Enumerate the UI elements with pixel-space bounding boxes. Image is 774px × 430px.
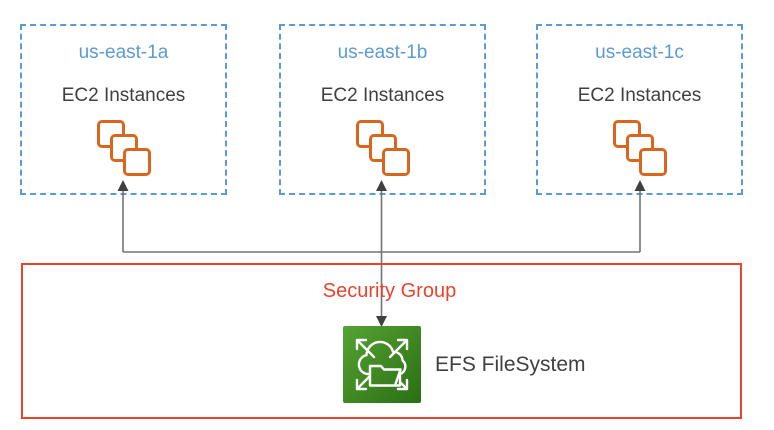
az-name-label: us-east-1c	[595, 42, 684, 63]
ec2-instances-icon	[355, 120, 410, 176]
security-group-boundary: Security Group	[21, 263, 742, 419]
ec2-instances-label: EC2 Instances	[320, 85, 445, 106]
efs-icon	[343, 326, 421, 403]
ec2-instances-icon	[612, 120, 667, 176]
efs-filesystem-label: EFS FileSystem	[435, 352, 586, 376]
ec2-instances-icon	[96, 120, 151, 176]
az-box-us-east-1b: us-east-1b EC2 Instances	[279, 24, 486, 195]
az-name-label: us-east-1a	[78, 42, 169, 63]
ec2-instances-label: EC2 Instances	[577, 85, 702, 106]
az-box-us-east-1a: us-east-1a EC2 Instances	[20, 24, 227, 195]
instance-square-icon	[381, 148, 410, 176]
ec2-instances-label: EC2 Instances	[61, 85, 186, 106]
efs-filesystem: EFS FileSystem	[343, 326, 586, 403]
az-box-us-east-1c: us-east-1c EC2 Instances	[536, 24, 743, 195]
instance-square-icon	[122, 148, 151, 176]
instance-square-icon	[638, 148, 667, 176]
security-group-label: Security Group	[322, 280, 457, 302]
az-name-label: us-east-1b	[337, 42, 428, 63]
